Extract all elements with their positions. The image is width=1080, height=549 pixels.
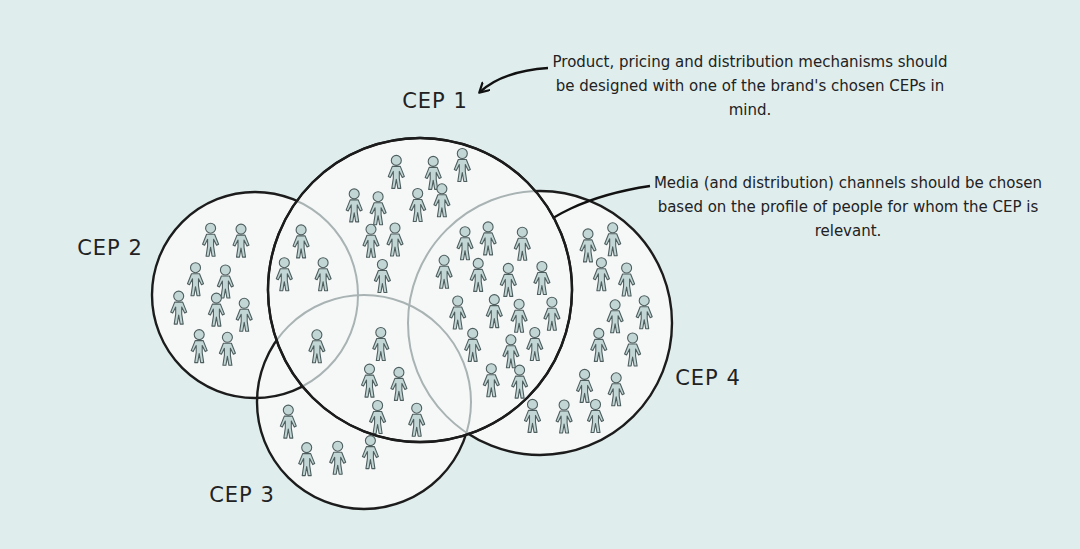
circle-outline [150, 190, 360, 400]
cep-label: CEP 4 [675, 366, 741, 390]
circle-outline [406, 189, 674, 457]
circle-stroke [408, 191, 672, 455]
circle-outline [266, 136, 574, 444]
cep-label: CEP 3 [209, 483, 275, 507]
cep-circle: CEP 1 [266, 136, 574, 444]
circle-stroke [268, 138, 572, 442]
annotation-note: Product, pricing and distribution mechan… [545, 50, 955, 122]
leader-arrow [480, 68, 548, 92]
cep-circle: CEP 2 [150, 190, 360, 400]
circle-stroke [152, 192, 358, 398]
cep-label: CEP 1 [402, 89, 468, 113]
people-figures [171, 149, 653, 476]
cep-circle: CEP 3 [255, 293, 473, 511]
circle-stroke [268, 138, 572, 442]
cep-label: CEP 2 [77, 236, 143, 260]
circle-fill [408, 191, 672, 455]
circle-fill [268, 138, 572, 442]
circle-stroke [257, 295, 471, 509]
annotation-note: Media (and distribution) channels should… [648, 171, 1048, 243]
circle-fill [152, 192, 358, 398]
circle-fill [257, 295, 471, 509]
circle-outline [255, 293, 473, 511]
cep-circle: CEP 4 [406, 189, 674, 457]
leader-arrow [512, 186, 650, 252]
